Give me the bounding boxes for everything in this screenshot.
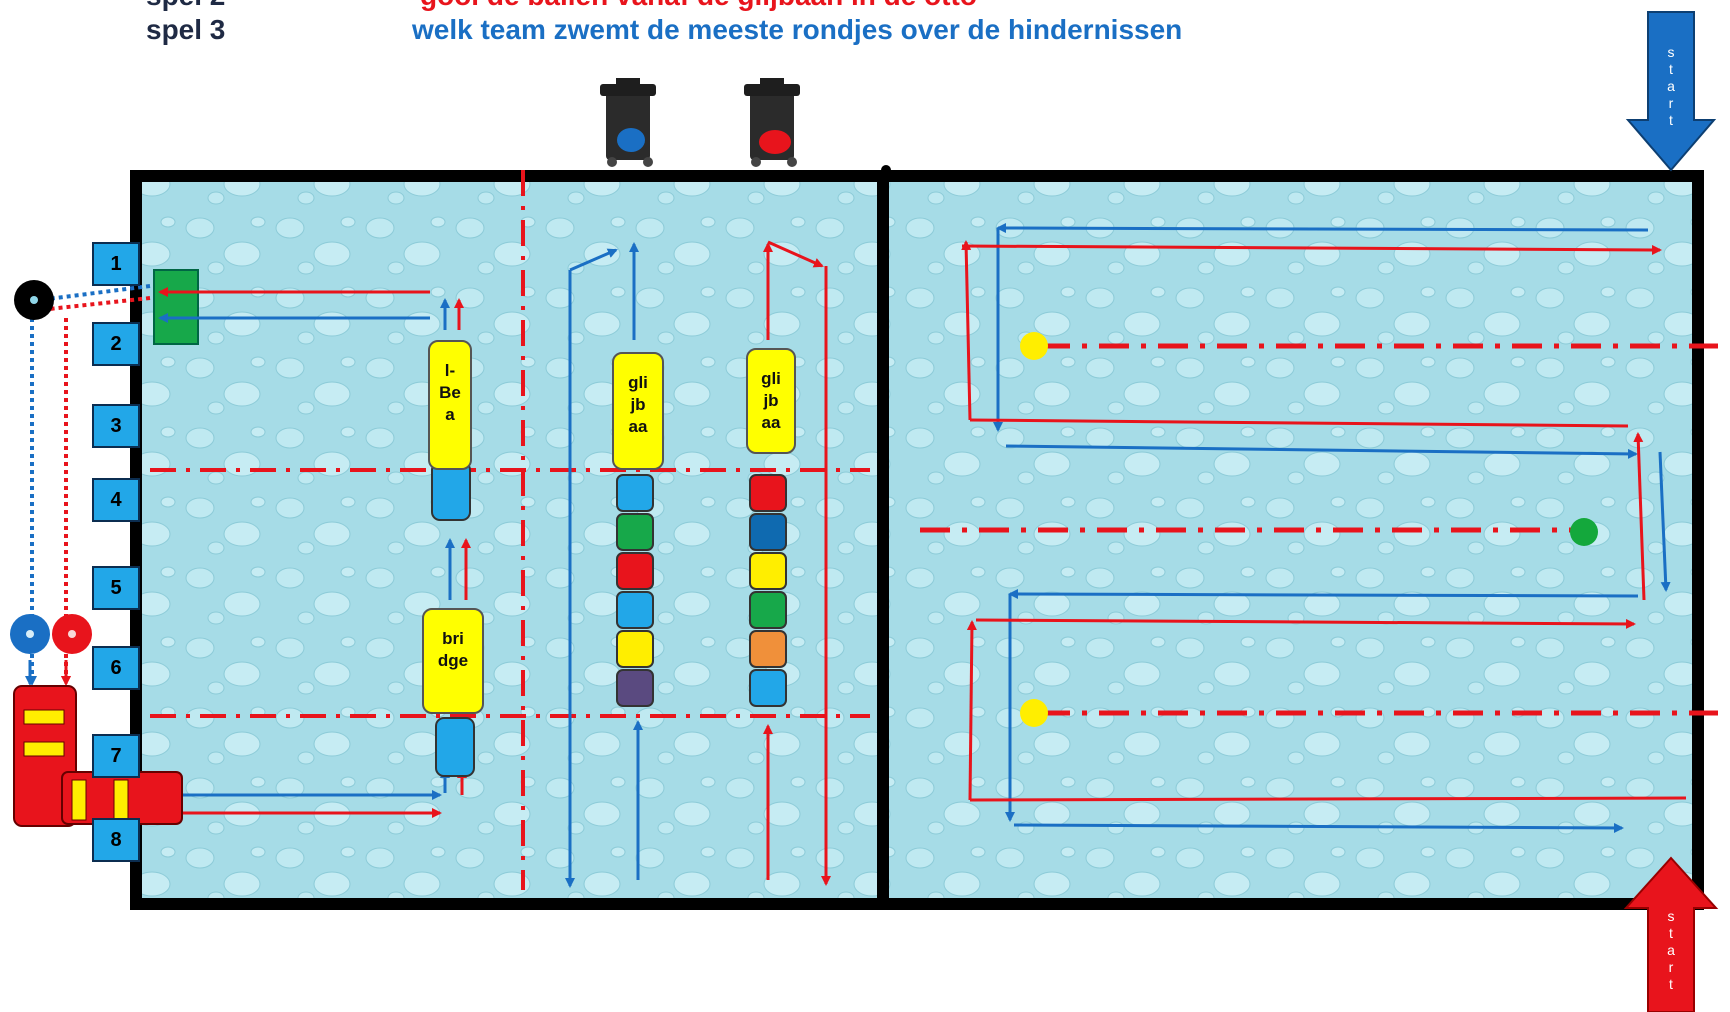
lane-number: 5 [92,566,140,610]
float-bridge-label: bri dge [422,608,484,714]
buoy-icon [1570,518,1598,546]
lane-number: 4 [92,478,140,522]
whistle-black-icon [14,280,54,320]
float-block [436,718,474,776]
slide-red-label: gli jb aa [746,348,796,454]
whistle-blue-icon [10,614,50,654]
lane-number: 6 [92,646,140,690]
lane-number: 8 [92,818,140,862]
lane-number: 1 [92,242,140,286]
start-top-label: s t a r t [1661,44,1681,129]
slide-blue-label: gli jb aa [612,352,664,470]
trash-bin-blue-icon [600,78,656,167]
green-mat [154,270,198,344]
start-bottom-label: s t a r t [1661,908,1681,993]
lane-number: 7 [92,734,140,778]
trash-bin-red-icon [744,78,800,167]
whistle-red-icon [52,614,92,654]
float-left-label: l- Be a [428,340,472,470]
buoy-icon [1020,699,1048,727]
lane-number: 3 [92,404,140,448]
float-block [432,462,470,520]
buoy-icon [1020,332,1048,360]
lane-number: 2 [92,322,140,366]
